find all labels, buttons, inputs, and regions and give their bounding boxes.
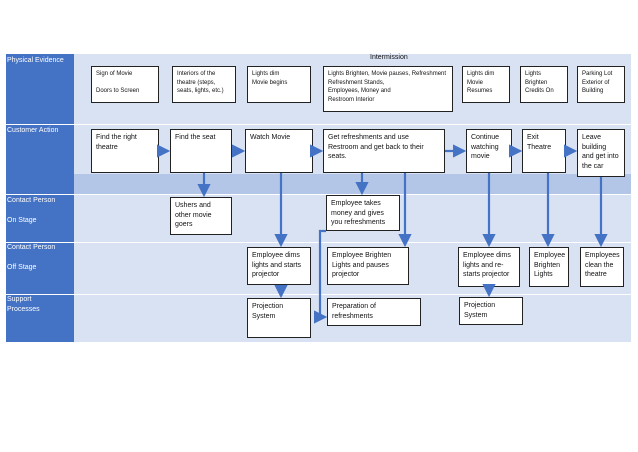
arrow-onstage-to-preparation — [314, 229, 328, 324]
lane-label-customer-action: Customer Action — [7, 127, 59, 134]
evidence-text: Parking Lot Exterior of Building — [582, 71, 613, 94]
action-text: Continue watching movie — [471, 134, 500, 160]
action-text: Watch Movie — [250, 134, 291, 141]
intermission-label: Intermission — [370, 54, 408, 61]
evidence-box-credits-on: Lights Brighten Credits On — [520, 66, 568, 103]
lane-label-contact-offstage: Contact Person Off Stage — [7, 244, 56, 271]
lane-label-physical-evidence: Physical Evidence — [7, 57, 64, 64]
lane-contact-offstage — [6, 242, 631, 294]
action-text: Leave building and get into the car — [582, 134, 619, 170]
label-column-off — [6, 242, 74, 294]
separator-1 — [6, 124, 631, 125]
label-column-sp — [6, 294, 74, 342]
lane-label-support-processes: Support Processes — [7, 296, 40, 313]
lane-customer-action-tint — [6, 174, 631, 194]
onstage-box-employee-takes-money: Employee takes money and gives you refre… — [326, 195, 400, 231]
evidence-box-parking-lot: Parking Lot Exterior of Building — [577, 66, 625, 103]
evidence-text: Sign of Movie Doors to Screen — [96, 71, 140, 94]
offstage-box-dims-starts: Employee dims lights and starts projecto… — [247, 247, 311, 285]
action-text: Get refreshments and use Restroom and ge… — [328, 134, 424, 160]
onstage-box-ushers: Ushers and other movie goers — [170, 197, 232, 235]
offstage-box-dims-restarts: Employee dims lights and re- starts proj… — [458, 247, 520, 287]
evidence-text: Lights dim Movie begins — [252, 71, 288, 86]
evidence-text: Lights Brighten Credits On — [525, 71, 554, 94]
evidence-text: Interiors of the theatre (steps, seats, … — [177, 71, 224, 94]
action-box-get-refreshments: Get refreshments and use Restroom and ge… — [323, 129, 445, 173]
onstage-text: Employee takes money and gives you refre… — [331, 200, 386, 226]
support-text: Projection System — [252, 303, 284, 320]
evidence-box-lights-dim: Lights dim Movie begins — [247, 66, 311, 103]
evidence-text: Lights Brighten, Movie pauses, Refreshme… — [328, 71, 447, 103]
label-column-on — [6, 194, 74, 242]
onstage-text: Ushers and other movie goers — [175, 202, 212, 228]
lane-label-contact-onstage: Contact Person On Stage — [7, 197, 56, 224]
action-box-continue-watching: Continue watching movie — [466, 129, 512, 173]
separator-3 — [6, 242, 631, 243]
support-box-projection-system-2: Projection System — [459, 297, 523, 325]
action-box-watch-movie: Watch Movie — [245, 129, 313, 173]
action-box-leave-building: Leave building and get into the car — [577, 129, 625, 177]
lane-contact-onstage — [6, 194, 631, 242]
evidence-text: Lights dim Movie Resumes — [467, 71, 495, 94]
label-column-pe — [6, 54, 74, 124]
evidence-box-interiors: Interiors of the theatre (steps, seats, … — [172, 66, 236, 103]
support-box-projection-system-1: Projection System — [247, 298, 311, 338]
offstage-text: Employees clean the theatre — [585, 252, 620, 278]
evidence-box-lights-brighten: Lights Brighten, Movie pauses, Refreshme… — [323, 66, 453, 112]
offstage-text: Employee Brighten Lights — [534, 252, 566, 278]
offstage-box-brighten-lights: Employee Brighten Lights — [529, 247, 569, 287]
action-box-find-theatre: Find the right theatre — [91, 129, 159, 173]
action-text: Find the right theatre — [96, 134, 137, 151]
separator-4 — [6, 294, 631, 295]
offstage-box-clean-theatre: Employees clean the theatre — [580, 247, 624, 287]
support-text: Preparation of refreshments — [332, 303, 376, 320]
support-box-preparation: Preparation of refreshments — [327, 298, 421, 326]
support-text: Projection System — [464, 302, 496, 319]
offstage-text: Employee dims lights and starts projecto… — [252, 252, 302, 278]
offstage-box-brighten-pauses: Employee Brighten Lights and pauses proj… — [327, 247, 409, 285]
action-box-find-seat: Find the seat — [170, 129, 232, 173]
separator-2 — [6, 194, 631, 195]
evidence-box-movie-resumes: Lights dim Movie Resumes — [462, 66, 510, 103]
action-text: Find the seat — [175, 134, 216, 141]
offstage-text: Employee dims lights and re- starts proj… — [463, 252, 511, 278]
offstage-text: Employee Brighten Lights and pauses proj… — [332, 252, 392, 278]
action-text: Exit Theatre — [527, 134, 552, 151]
evidence-box-sign-of-movie: Sign of Movie Doors to Screen — [91, 66, 159, 103]
label-column-ca — [6, 124, 74, 194]
